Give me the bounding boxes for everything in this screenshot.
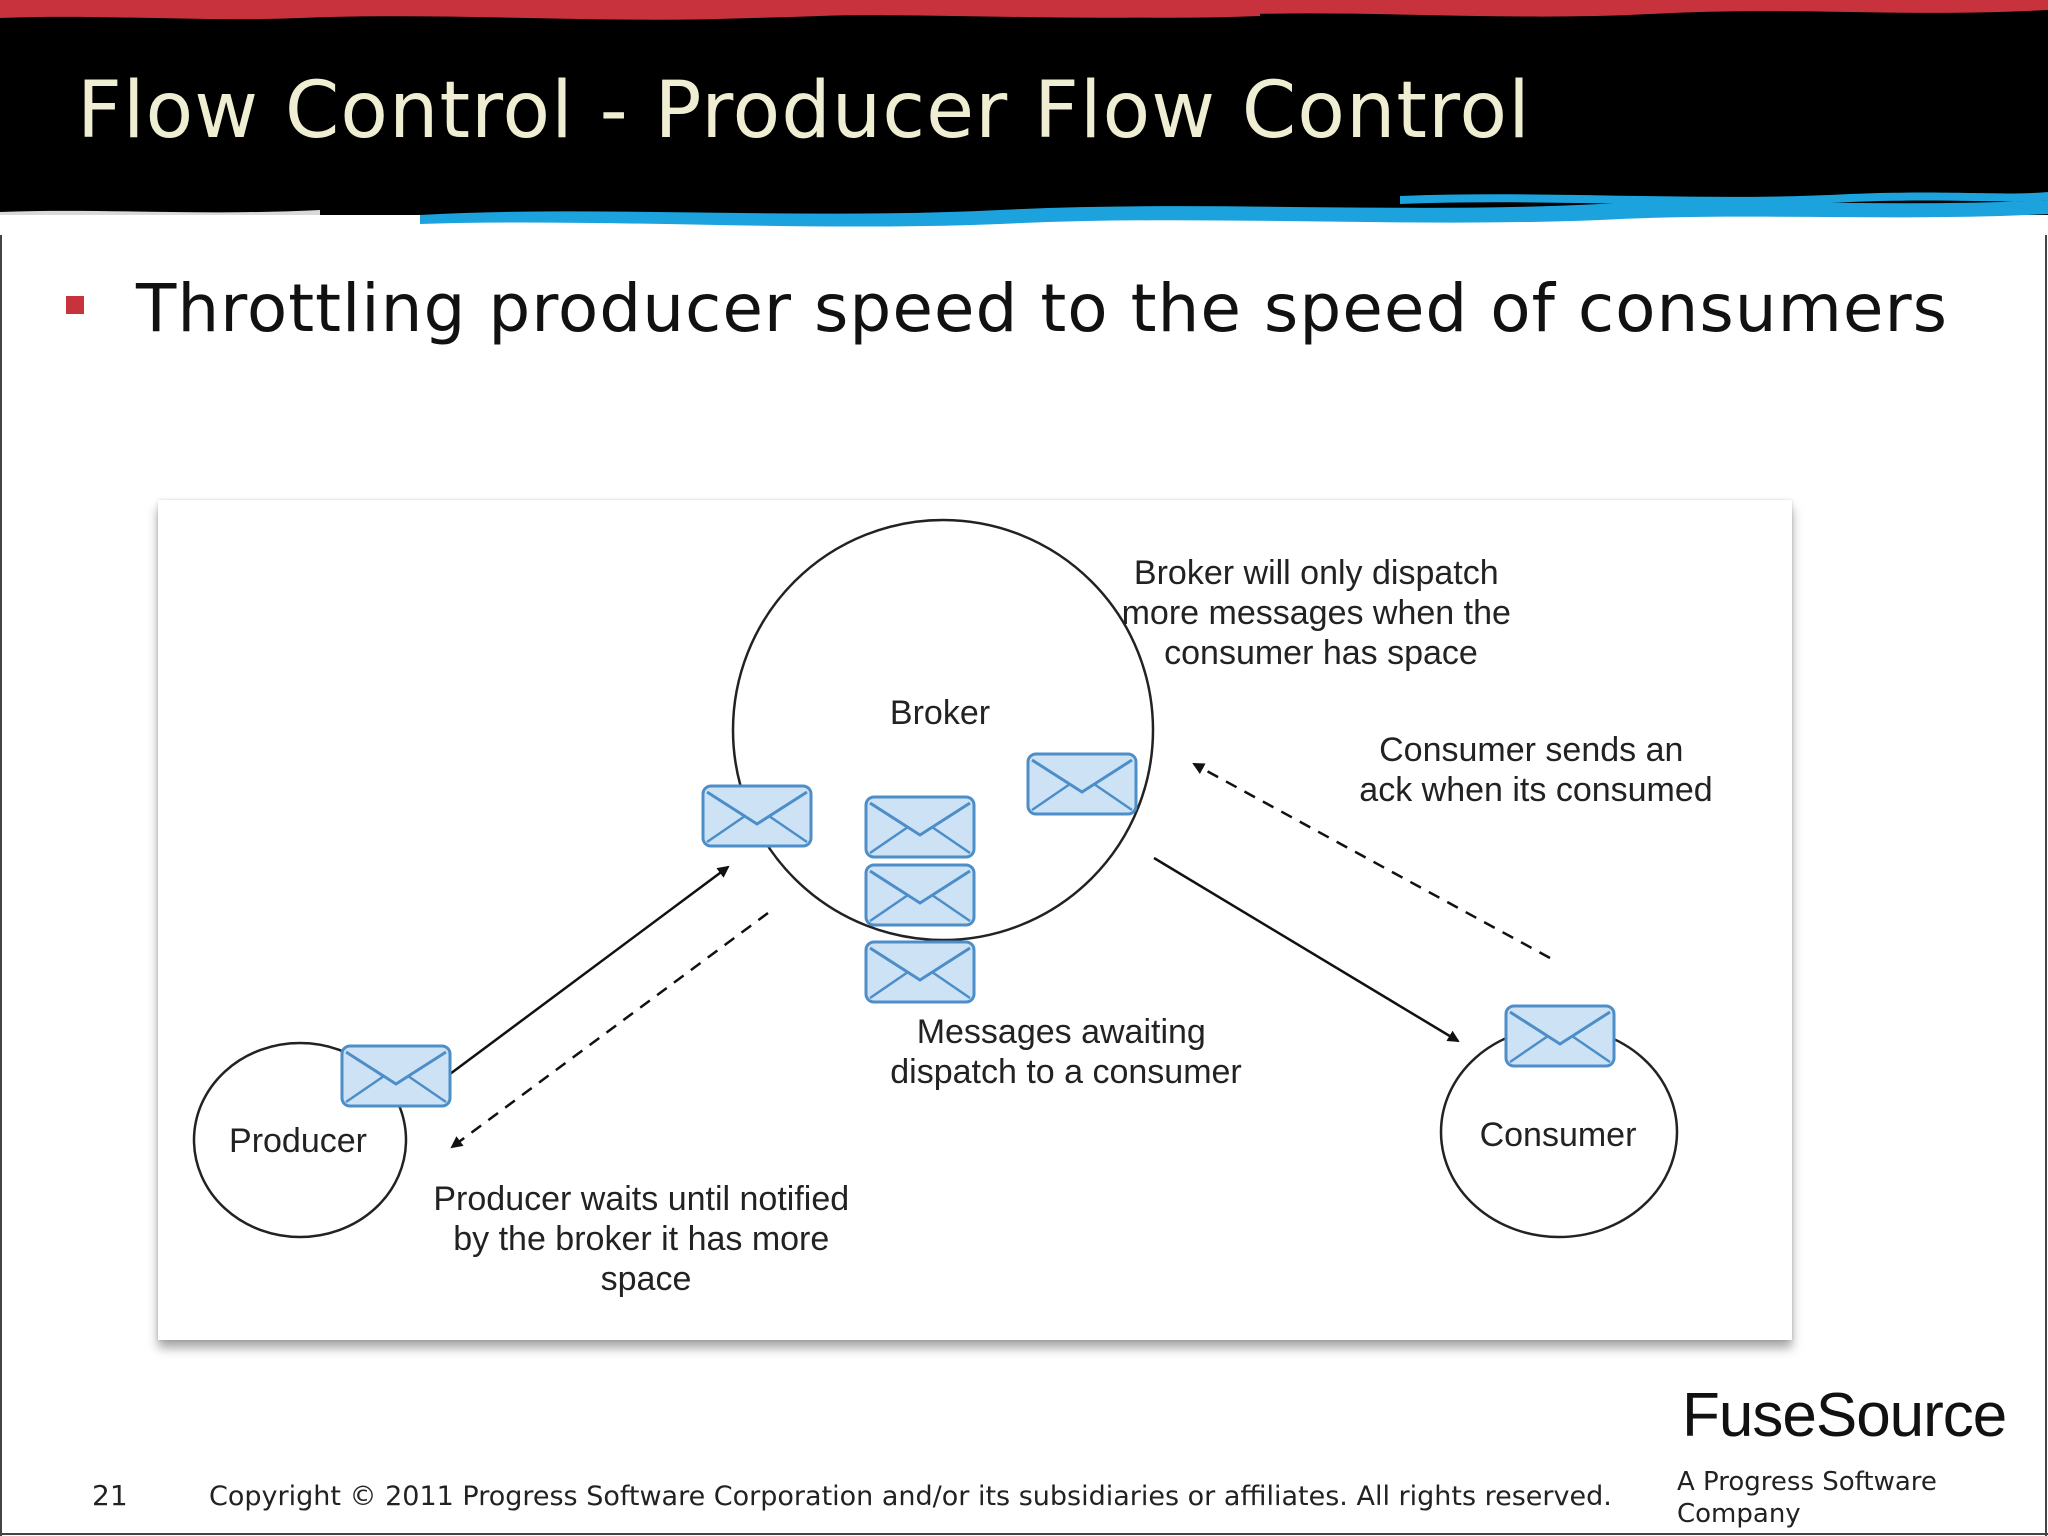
note-messages-awaiting: Messages awaiting dispatch to a consumer	[890, 1013, 1242, 1091]
envelope-icon	[864, 863, 976, 927]
producer-to-broker-arrow	[449, 865, 730, 1076]
flow-diagram: Broker Producer Consumer Broker will onl…	[158, 500, 1792, 1340]
broker-to-consumer-arrow	[1153, 856, 1460, 1043]
bullet-text: Throttling producer speed to the speed o…	[136, 270, 1949, 347]
slide-header: Flow Control - Producer Flow Control	[0, 0, 2048, 235]
note-broker-dispatch: Broker will only dispatch more messages …	[1122, 554, 1521, 672]
envelope-icon	[1026, 752, 1138, 816]
note-line: space	[601, 1260, 692, 1298]
note-line: Messages awaiting	[917, 1013, 1206, 1051]
logo-tagline: A Progress Software Company	[1677, 1467, 1937, 1529]
bullet-marker	[66, 296, 84, 314]
consumer-label: Consumer	[1480, 1116, 1637, 1154]
slide-frame-right	[2045, 235, 2047, 1536]
slide-frame-bottom	[0, 1533, 2048, 1535]
fusesource-logo: FuseSource	[1682, 1381, 2007, 1450]
consumer-ack-arrow	[1192, 762, 1551, 960]
note-line: Broker will only dispatch	[1134, 554, 1499, 592]
slide-title: Flow Control - Producer Flow Control	[77, 66, 1531, 156]
note-line: consumer has space	[1164, 634, 1478, 672]
envelope-icon	[864, 940, 976, 1004]
producer-node	[192, 1041, 408, 1239]
slide-frame-left	[0, 235, 2, 1536]
note-producer-waits: Producer waits until notified by the bro…	[433, 1180, 858, 1298]
envelope-icon	[1504, 1004, 1616, 1068]
brush-stroke-banner	[0, 0, 2048, 235]
broker-node	[731, 518, 1155, 942]
note-line: ack when its consumed	[1359, 771, 1712, 809]
note-line: dispatch to a consumer	[890, 1053, 1242, 1091]
envelope-icon	[340, 1044, 452, 1108]
producer-label: Producer	[229, 1122, 367, 1160]
broker-notify-producer-arrow	[450, 911, 769, 1149]
envelope-icon	[701, 784, 813, 848]
note-line: Producer waits until notified	[433, 1180, 849, 1218]
broker-label: Broker	[890, 694, 990, 732]
page-number: 21	[92, 1479, 128, 1512]
envelope-icon	[864, 795, 976, 859]
flow-diagram-canvas: Broker Producer Consumer Broker will onl…	[192, 518, 1713, 1298]
copyright-notice: Copyright © 2011 Progress Software Corpo…	[209, 1481, 1612, 1512]
note-line: more messages when the	[1122, 594, 1511, 632]
note-line: Consumer sends an	[1379, 731, 1683, 769]
note-line: by the broker it has more	[453, 1220, 829, 1258]
note-consumer-ack: Consumer sends an ack when its consumed	[1359, 731, 1712, 809]
